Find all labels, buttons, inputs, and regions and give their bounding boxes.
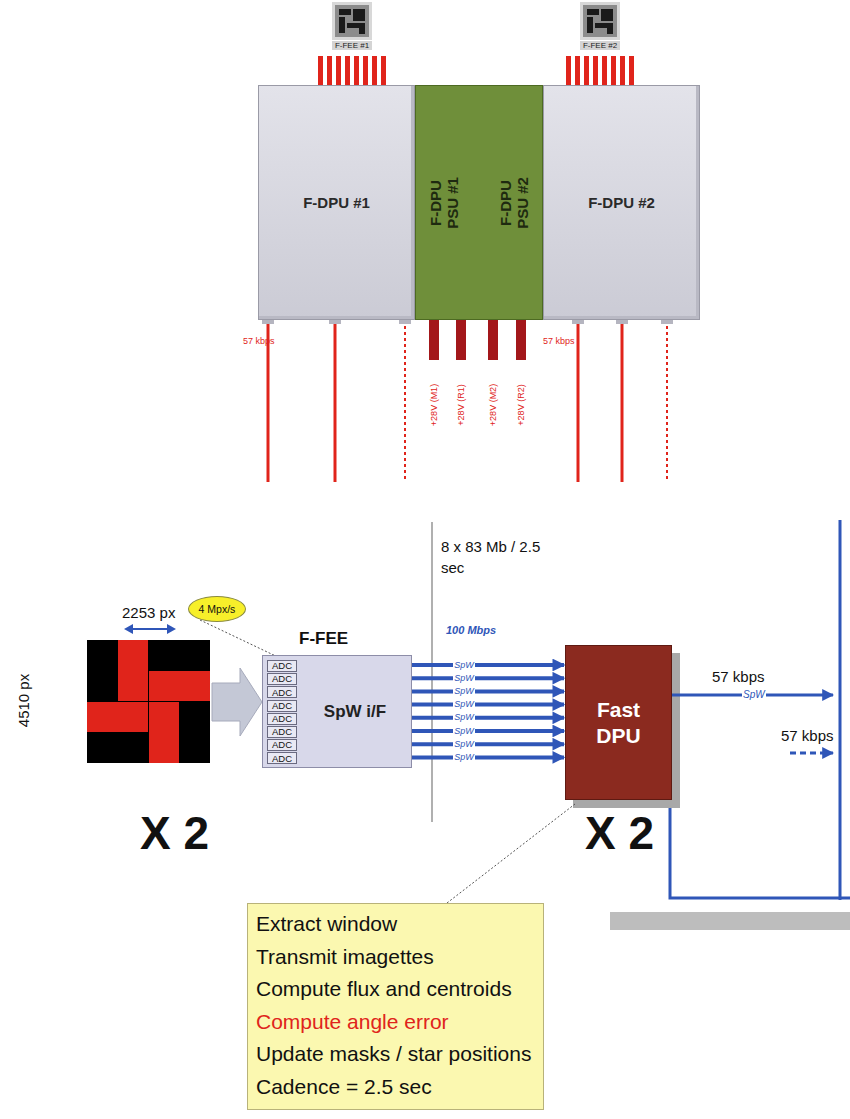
node-text: Compute flux and centroids xyxy=(256,973,531,1006)
node-text: F-FEE #1 xyxy=(332,41,372,50)
dimension-arrow xyxy=(124,624,176,634)
fee-box: F-FEESpW i/FADCADCADCADCADCADCADCADC xyxy=(262,655,412,768)
chip-icon xyxy=(332,2,372,40)
dimension-label: 2253 px xyxy=(122,604,175,621)
node-text: F-FEE xyxy=(299,629,348,649)
adc-cell: ADC xyxy=(267,752,297,764)
chip-icon xyxy=(580,2,620,40)
node-text: 4 Mpx/s xyxy=(199,603,236,615)
node-text: ADC xyxy=(272,754,292,764)
node-text: Extract window xyxy=(256,908,531,941)
node-text: F-DPU PSU #1 xyxy=(427,171,462,235)
link-label: SpW xyxy=(453,713,475,722)
processor-box: Fast DPU xyxy=(565,645,672,800)
leader-line xyxy=(200,620,282,659)
node-text: ADC xyxy=(272,714,292,724)
link-label: SpW xyxy=(453,687,475,696)
rate-label: 57 kbps xyxy=(712,668,765,685)
psu-box: F-DPU PSU #1 F-DPU PSU #2 xyxy=(415,85,543,320)
link-label: SpW xyxy=(453,740,475,749)
adc-cell: ADC xyxy=(267,739,297,751)
adc-cell: ADC xyxy=(267,673,297,685)
note-box: Extract windowTransmit imagettesCompute … xyxy=(247,903,544,1110)
link-label: SpW xyxy=(453,661,475,670)
node-text: Compute angle error xyxy=(256,1006,531,1039)
rate-label: 100 Mbps xyxy=(446,624,496,636)
node-text: F-FEE #2 xyxy=(580,41,620,50)
link-label: SpW xyxy=(453,674,475,683)
power-label: +28V (R2) xyxy=(516,365,526,445)
link-label: SpW xyxy=(453,700,475,709)
output-wires xyxy=(262,318,673,482)
node-text: ADC xyxy=(272,727,292,737)
spacewire-link xyxy=(412,742,564,746)
spacewire-link xyxy=(412,676,564,680)
dimension-label: 4510 px xyxy=(15,666,32,736)
adc-cell: ADC xyxy=(267,700,297,712)
power-label: +28V (R1) xyxy=(456,365,466,445)
rate-label: 57 kbps xyxy=(781,727,834,744)
power-label: +28V (M1) xyxy=(429,365,439,445)
fee-chip: F-FEE #1 xyxy=(322,2,382,54)
separator-line xyxy=(431,522,433,822)
link-label: SpW xyxy=(742,689,766,700)
ccd-detector xyxy=(87,640,210,763)
adc-cell: ADC xyxy=(267,713,297,725)
spacewire-link xyxy=(412,703,564,707)
node-text: Transmit imagettes xyxy=(256,941,531,974)
link-label: SpW xyxy=(453,727,475,736)
fee-chip: F-FEE #2 xyxy=(570,2,630,54)
adc-cell: ADC xyxy=(267,660,297,672)
node-text: F-DPU #2 xyxy=(588,194,655,211)
spacewire-link xyxy=(412,729,564,733)
node-text: Update masks / star positions xyxy=(256,1038,531,1071)
dpu-box: F-DPU #1 xyxy=(258,85,415,320)
pin-wires xyxy=(321,56,384,85)
rate-ellipse: 4 Mpx/s xyxy=(188,596,246,622)
spacewire-link xyxy=(412,755,564,759)
node-text: ADC xyxy=(272,661,292,671)
multiplicity-label: X 2 xyxy=(585,806,654,860)
multiplicity-label: X 2 xyxy=(140,806,209,860)
pin-wires xyxy=(569,56,632,85)
node-text: Cadence = 2.5 sec xyxy=(256,1071,531,1104)
dpu-box: F-DPU #2 xyxy=(543,85,700,320)
node-text: Fast DPU xyxy=(579,697,659,747)
rate-label: 57 kbps xyxy=(543,337,573,346)
node-text: ADC xyxy=(272,701,292,711)
link-label: SpW xyxy=(453,753,475,762)
leader-line xyxy=(447,804,575,903)
spacewire-link xyxy=(412,716,564,720)
readout-arrow xyxy=(212,668,262,736)
spacewire-link xyxy=(412,663,564,667)
data-volume-label: 8 x 83 Mb / 2.5 sec xyxy=(441,536,541,578)
node-text: ADC xyxy=(272,688,292,698)
node-text: ADC xyxy=(272,740,292,750)
adc-cell: ADC xyxy=(267,686,297,698)
node-text: F-DPU PSU #2 xyxy=(497,171,532,235)
node-text: SpW i/F xyxy=(303,702,407,722)
adc-cell: ADC xyxy=(267,726,297,738)
node-text: ADC xyxy=(272,674,292,684)
rate-label: 57 kbps xyxy=(243,337,273,346)
power-label: +28V (M2) xyxy=(488,365,498,445)
power-stubs xyxy=(429,320,526,360)
node-text: F-DPU #1 xyxy=(303,194,370,211)
spacewire-link xyxy=(412,689,564,693)
